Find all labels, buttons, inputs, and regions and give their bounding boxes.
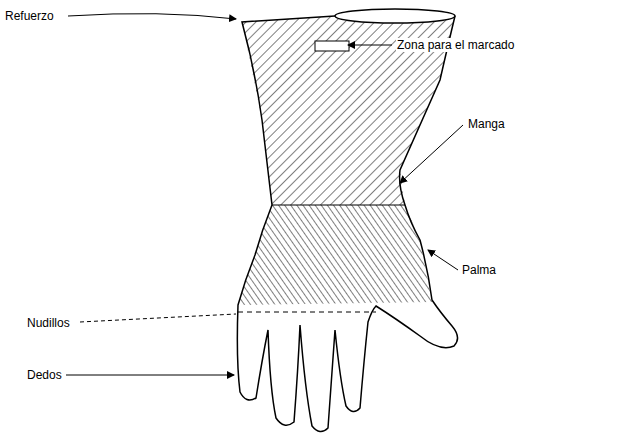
knuckle-line: [238, 312, 376, 313]
sleeve-palm-boundary: [272, 205, 405, 206]
leader-line: [68, 14, 236, 19]
leader-line: [348, 45, 392, 46]
leader-line: [80, 314, 236, 322]
part-label: Manga: [467, 117, 506, 131]
leader-line: [400, 125, 463, 183]
part-label: Refuerzo: [4, 9, 55, 23]
part-label: Palma: [461, 263, 497, 277]
palm-hatch: [238, 205, 432, 305]
part-label: Nudillos: [26, 316, 71, 330]
cuff-opening: [335, 9, 455, 23]
marking-zone: [315, 41, 349, 51]
part-label: Zona para el marcado: [396, 38, 515, 52]
leader-line: [428, 250, 458, 270]
leader-line: [66, 375, 234, 376]
part-label: Dedos: [26, 368, 63, 382]
glove-outline: [237, 16, 457, 432]
